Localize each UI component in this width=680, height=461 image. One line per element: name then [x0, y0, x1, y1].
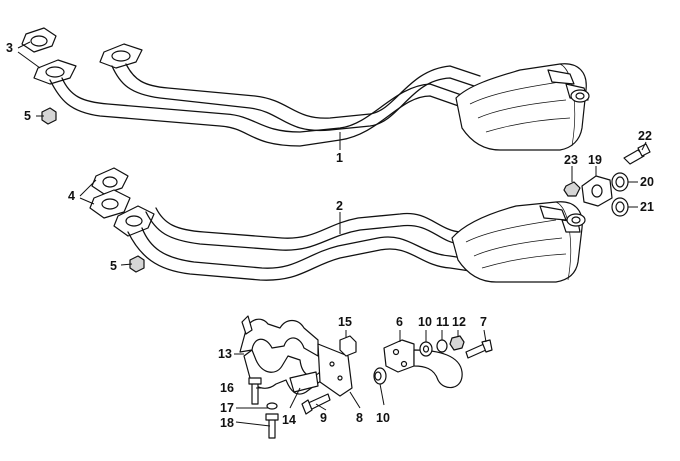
label-12: 12 [452, 315, 466, 329]
label-10-upper: 10 [418, 315, 432, 329]
label-4: 4 [68, 189, 75, 203]
label-22: 22 [638, 129, 652, 143]
front-pipe-upper [21, 27, 590, 151]
label-5-lower: 5 [110, 259, 117, 273]
front-pipe-lower [89, 167, 586, 283]
label-1: 1 [336, 151, 343, 165]
nut-23 [563, 181, 581, 197]
hanger-bracket-assembly [239, 315, 493, 439]
label-18: 18 [220, 416, 234, 430]
label-7: 7 [480, 315, 487, 329]
catalytic-converter-upper [455, 63, 587, 151]
flange-hardware [563, 143, 651, 217]
label-21: 21 [640, 200, 654, 214]
label-9: 9 [320, 411, 327, 425]
catalytic-converter-lower [451, 201, 583, 283]
label-14: 14 [282, 413, 296, 427]
nut-5-upper [41, 107, 57, 125]
bolt-22 [623, 149, 645, 165]
label-17: 17 [220, 401, 234, 415]
washer-17 [266, 402, 278, 410]
label-5-upper: 5 [24, 109, 31, 123]
label-3: 3 [6, 41, 13, 55]
label-23: 23 [564, 153, 578, 167]
label-20: 20 [640, 175, 654, 189]
label-8: 8 [356, 411, 363, 425]
part-labels: 1 2 3 4 5 5 6 7 8 9 10 10 11 12 13 14 15… [6, 41, 654, 430]
nut-12 [449, 335, 465, 351]
nut-5-lower [129, 255, 145, 273]
label-19: 19 [588, 153, 602, 167]
label-16: 16 [220, 381, 234, 395]
clamp-13 [239, 318, 319, 357]
label-11: 11 [436, 315, 449, 329]
bolt-16 [251, 381, 259, 405]
washer-11 [436, 339, 448, 353]
bracket-8 [317, 343, 353, 397]
bolt-18 [268, 417, 276, 439]
label-2: 2 [336, 199, 343, 213]
label-10-lower: 10 [376, 411, 390, 425]
bushing-15 [339, 335, 357, 357]
label-13: 13 [218, 347, 232, 361]
bracket-6 [383, 339, 415, 373]
leader-lines [17, 41, 647, 427]
label-15: 15 [338, 315, 352, 329]
label-6: 6 [396, 315, 403, 329]
bracket-14 [289, 371, 319, 393]
